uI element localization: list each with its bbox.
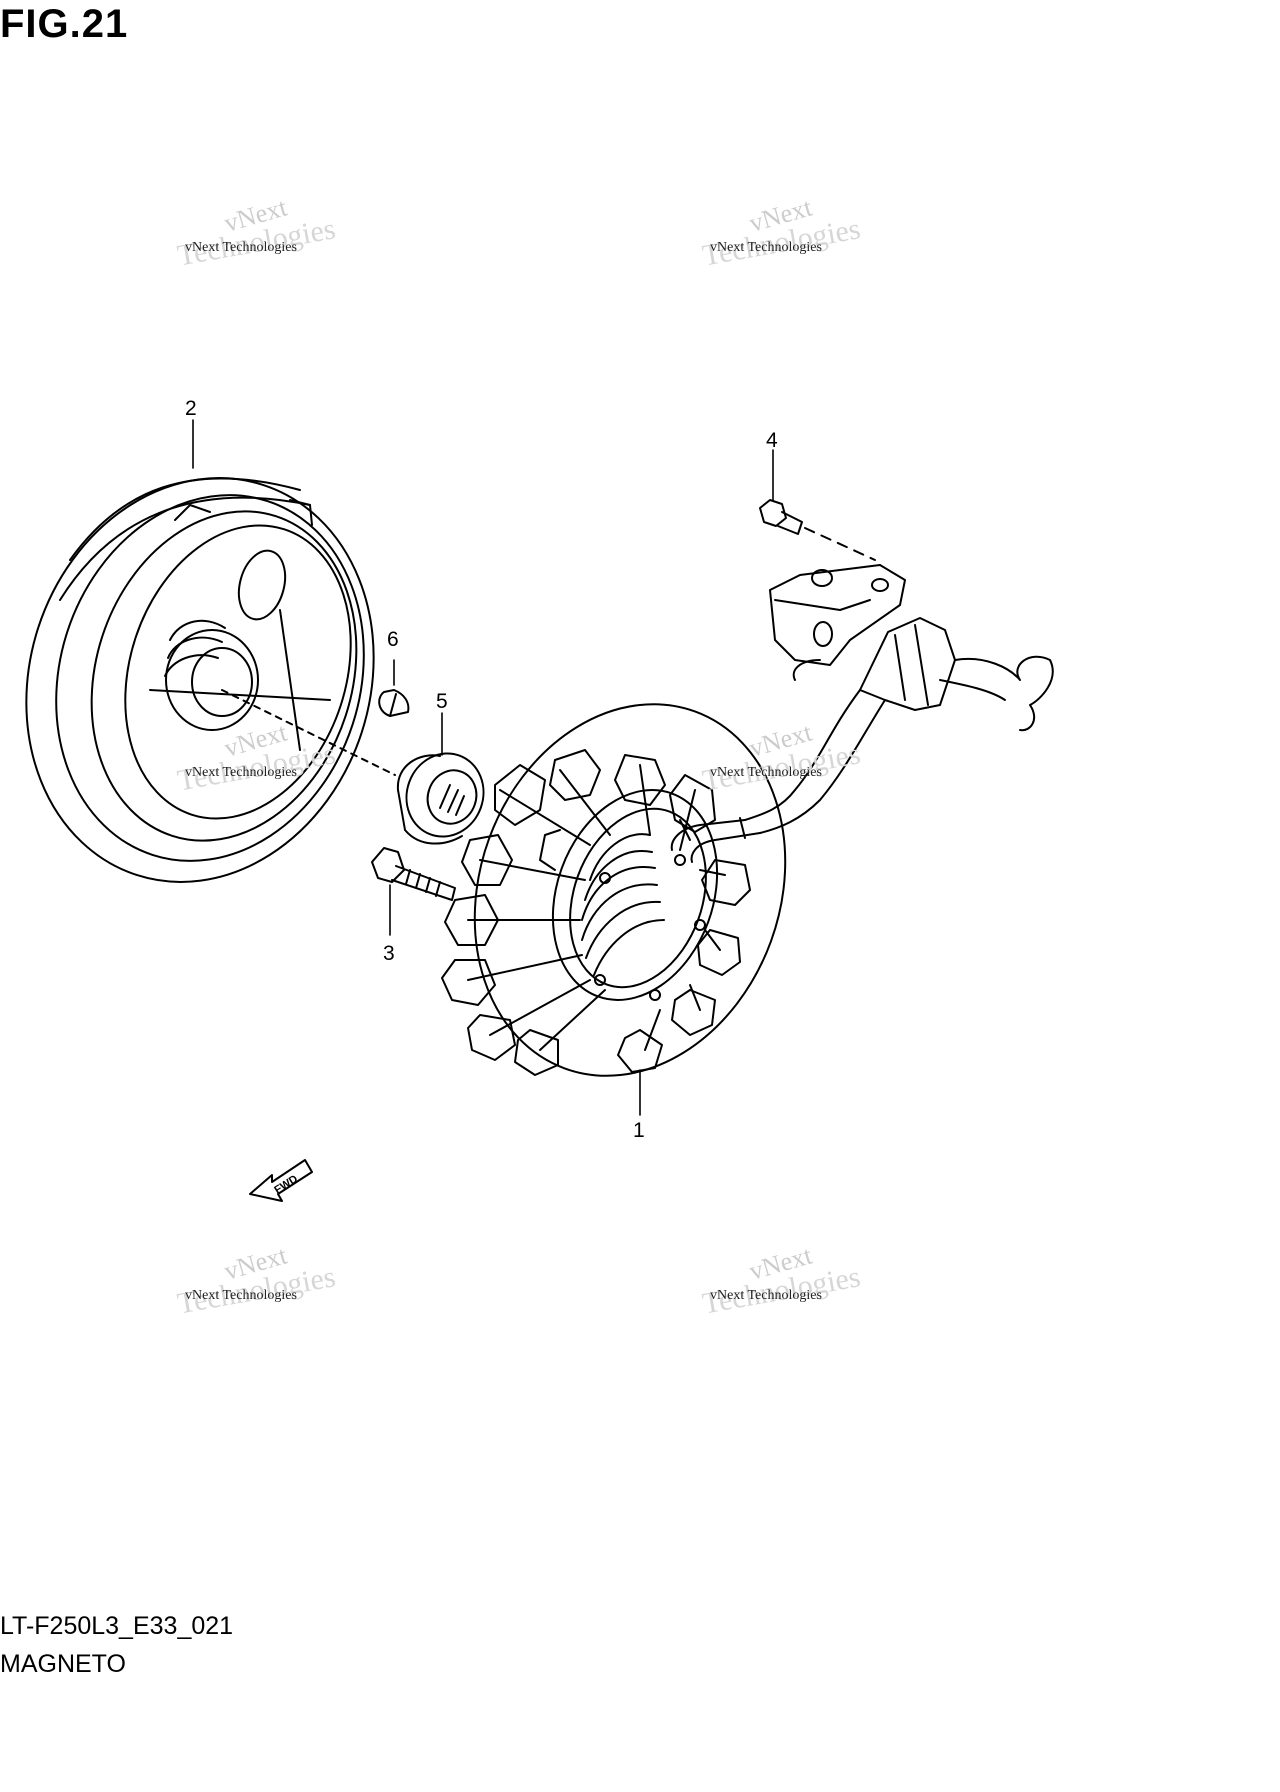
figure-title: FIG.21 bbox=[0, 2, 129, 46]
watermark: vNext Technologies vNext Technologies bbox=[700, 717, 863, 798]
rotor-nut bbox=[396, 752, 485, 845]
diagram-caption: MAGNETO bbox=[0, 1650, 126, 1678]
forward-direction-arrow bbox=[249, 1159, 313, 1202]
pickup-coil bbox=[769, 564, 906, 681]
fwd-label: FWD bbox=[272, 1173, 300, 1196]
wire-harness bbox=[670, 617, 1054, 863]
watermark: vNext Technologies vNext Technologies bbox=[175, 192, 338, 273]
stator-coil-assembly bbox=[441, 703, 787, 1077]
callout-4: 4 bbox=[766, 429, 778, 452]
watermark: vNext Technologies vNext Technologies bbox=[700, 1240, 863, 1321]
callout-6: 6 bbox=[387, 628, 399, 651]
callout-5: 5 bbox=[436, 690, 448, 713]
watermark: vNext Technologies vNext Technologies bbox=[175, 1240, 338, 1321]
diagram-code: LT-F250L3_E33_021 bbox=[0, 1612, 234, 1640]
watermark: vNext Technologies vNext Technologies bbox=[700, 192, 863, 273]
rotor-flywheel bbox=[25, 477, 375, 883]
callout-leaders bbox=[192, 419, 774, 1116]
woodruff-key bbox=[378, 689, 410, 717]
watermark: vNext Technologies vNext Technologies bbox=[175, 717, 338, 798]
stator-bolt bbox=[371, 847, 456, 901]
callout-3: 3 bbox=[383, 942, 395, 965]
callout-2: 2 bbox=[185, 397, 197, 420]
pickup-screw bbox=[759, 499, 876, 561]
callout-1: 1 bbox=[633, 1119, 645, 1142]
